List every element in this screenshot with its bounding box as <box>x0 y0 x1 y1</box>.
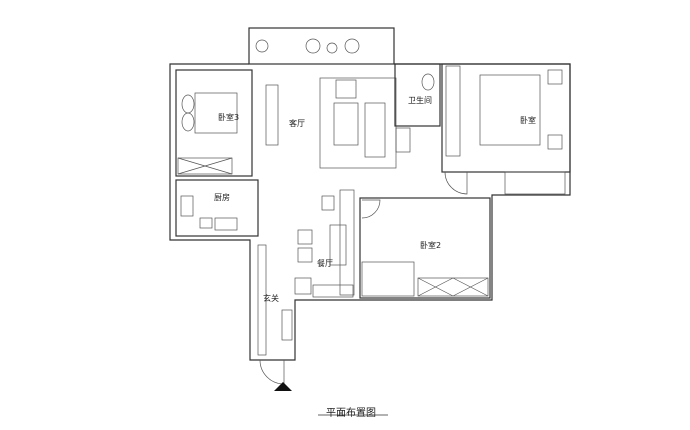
sideboard <box>312 284 354 298</box>
plan-title: 平面布置图 <box>326 408 376 419</box>
bunk-bed <box>361 261 415 297</box>
label-dining-room: 餐厅 <box>317 259 333 268</box>
bedroom2-wall <box>359 197 491 299</box>
door-swing <box>361 199 381 219</box>
kitchen-wall <box>175 179 259 237</box>
bedroom3-wall <box>175 69 253 177</box>
outer-wall <box>169 63 571 361</box>
sink <box>180 195 194 217</box>
nightstand <box>547 134 563 150</box>
armchair <box>335 79 357 99</box>
bay-window <box>504 171 566 195</box>
master-bedroom-wall <box>441 63 571 173</box>
cabinet <box>339 189 355 296</box>
carpet <box>319 77 397 169</box>
stove <box>214 217 238 231</box>
label-master-bedroom: 卧室 <box>520 116 536 125</box>
balcony-chair <box>344 38 360 54</box>
bed <box>194 92 238 134</box>
balcony-chair <box>305 38 321 54</box>
wardrobe <box>417 277 489 297</box>
oven <box>199 217 213 229</box>
balcony <box>248 27 395 65</box>
dining-chair <box>297 229 313 245</box>
entry-bench <box>281 309 293 341</box>
balcony-table <box>326 42 338 54</box>
dining-table <box>329 224 347 266</box>
master-wardrobe <box>445 65 461 157</box>
nightstand <box>547 69 563 85</box>
label-entrance: 玄关 <box>263 294 279 303</box>
pillow <box>181 112 195 132</box>
balcony-plant <box>255 39 269 53</box>
master-bed <box>479 74 541 146</box>
pillow <box>181 94 195 114</box>
label-bedroom3: 卧室3 <box>218 113 240 122</box>
dining-chair <box>321 195 335 211</box>
dining-chair <box>297 247 313 263</box>
label-living-room: 客厅 <box>289 119 305 128</box>
fridge <box>294 277 312 295</box>
label-bedroom2: 卧室2 <box>420 241 442 250</box>
shoe-cabinet <box>257 244 267 356</box>
tv-cabinet <box>265 84 279 146</box>
bathroom-wall <box>394 63 441 127</box>
wardrobe <box>177 157 233 175</box>
label-kitchen: 厨房 <box>214 193 230 202</box>
entry-door <box>259 359 285 385</box>
coffee-table <box>333 102 359 146</box>
label-bathroom: 卫生间 <box>408 96 432 105</box>
door-swing <box>444 171 468 195</box>
washbasin <box>395 127 411 153</box>
toilet <box>421 73 435 91</box>
sofa <box>364 102 386 158</box>
entrance-arrow-icon <box>274 382 292 391</box>
